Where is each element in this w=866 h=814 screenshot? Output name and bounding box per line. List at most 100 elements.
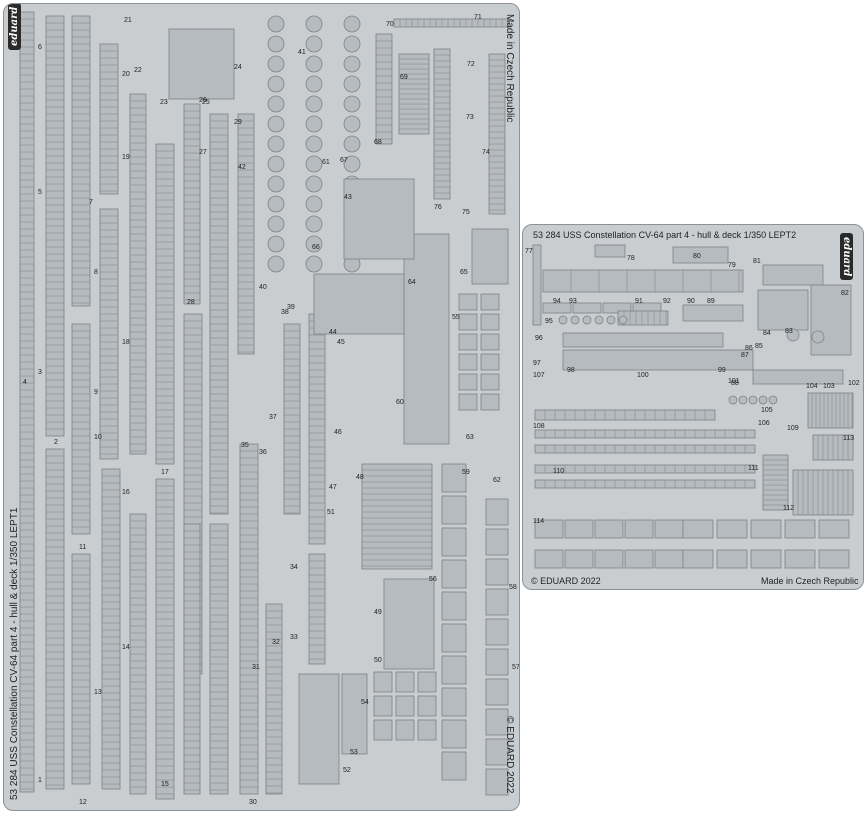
fret-1-parts: 1234567891011121314151617181920212223242… bbox=[19, 11, 519, 806]
part-97-bar bbox=[562, 332, 724, 348]
part-77-strip bbox=[532, 244, 542, 326]
part-number-11: 11 bbox=[79, 544, 86, 551]
hatch-disc bbox=[267, 15, 285, 33]
part-number-3: 3 bbox=[38, 369, 42, 376]
fret-1-strip-rungs bbox=[100, 215, 118, 455]
fret-1-strip bbox=[99, 43, 119, 195]
part-114-lower-b bbox=[750, 549, 782, 569]
fret-2-made-in: Made in Czech Republic bbox=[761, 576, 859, 586]
hatch-disc bbox=[343, 115, 361, 133]
part-number-9: 9 bbox=[94, 389, 98, 396]
part-number-108: 108 bbox=[533, 423, 545, 430]
part-number-35: 35 bbox=[241, 442, 249, 449]
fret-1-strip-rungs bbox=[376, 40, 392, 140]
part-number-1: 1 bbox=[38, 777, 42, 784]
fret-1-strip-rungs bbox=[156, 150, 174, 460]
deck-grate-rungs bbox=[362, 469, 432, 567]
small-grate bbox=[395, 719, 415, 741]
part-number-30: 30 bbox=[249, 799, 257, 806]
lower-grid bbox=[298, 673, 340, 785]
fret-1-strip-rungs bbox=[284, 330, 300, 514]
part-99-beam bbox=[562, 349, 754, 371]
part-65-frame bbox=[471, 228, 509, 285]
deck-structure-b bbox=[343, 178, 415, 260]
part-114-upper bbox=[654, 519, 684, 539]
part-number-55: 55 bbox=[452, 314, 460, 321]
curved-panel bbox=[441, 559, 467, 589]
hatch-disc bbox=[343, 155, 361, 173]
part-number-8: 8 bbox=[94, 269, 98, 276]
hatch-disc bbox=[267, 135, 285, 153]
fret-1-strip bbox=[183, 523, 201, 795]
part-number-48: 48 bbox=[356, 474, 364, 481]
part-number-104: 104 bbox=[806, 383, 818, 390]
fret-1-top-rail bbox=[393, 18, 510, 28]
part-number-88: 88 bbox=[731, 380, 739, 387]
curved-panel bbox=[441, 655, 467, 685]
curved-panel-b bbox=[485, 588, 509, 616]
fret-1-strip bbox=[99, 208, 119, 460]
part-number-27: 27 bbox=[199, 149, 207, 156]
curved-panel-b bbox=[485, 648, 509, 676]
part-number-29: 29 bbox=[234, 119, 242, 126]
part-114-lower-b bbox=[682, 549, 714, 569]
part-number-54: 54 bbox=[361, 699, 369, 706]
part-number-56: 56 bbox=[429, 576, 437, 583]
part-number-6: 6 bbox=[38, 44, 42, 51]
fret-1-copyright: © EDUARD 2022 bbox=[504, 716, 515, 794]
fret-1-strip bbox=[308, 313, 326, 545]
eduard-logo-2: eduard bbox=[840, 233, 853, 281]
part-114-lower-b bbox=[784, 549, 816, 569]
hatch-disc bbox=[305, 175, 323, 193]
part-number-43: 43 bbox=[344, 194, 352, 201]
part-112-grid-rungs bbox=[797, 470, 849, 515]
part-number-26: 26 bbox=[199, 97, 207, 104]
part-number-14: 14 bbox=[122, 644, 130, 651]
part-number-94: 94 bbox=[553, 298, 561, 305]
fret-1-strip bbox=[433, 48, 451, 200]
hatch-disc bbox=[267, 155, 285, 173]
part-number-62: 62 bbox=[493, 477, 501, 484]
hatch-disc bbox=[305, 135, 323, 153]
part-number-79: 79 bbox=[728, 262, 736, 269]
part-number-109: 109 bbox=[787, 425, 799, 432]
small-grate bbox=[373, 719, 393, 741]
part-number-110: 110 bbox=[553, 468, 564, 475]
part-number-113: 113 bbox=[843, 435, 854, 442]
hatch-disc bbox=[305, 115, 323, 133]
deck-panel bbox=[480, 293, 500, 311]
part-number-50: 50 bbox=[374, 657, 382, 664]
part-number-89: 89 bbox=[707, 298, 715, 305]
part-114-upper bbox=[564, 519, 594, 539]
part-107-rail-rungs bbox=[544, 410, 706, 420]
deck-panel bbox=[458, 353, 478, 371]
part-94-row bbox=[542, 302, 572, 314]
fret-1-strip-rungs bbox=[210, 530, 228, 791]
fret-1-strip bbox=[265, 603, 283, 795]
part-number-90: 90 bbox=[687, 298, 695, 305]
part-114-lower-b bbox=[818, 549, 850, 569]
part-number-33: 33 bbox=[290, 634, 298, 641]
deck-panel bbox=[480, 393, 500, 411]
hatch-disc bbox=[343, 35, 361, 53]
part-number-36: 36 bbox=[259, 449, 267, 456]
curved-panel bbox=[441, 751, 467, 781]
part-number-82: 82 bbox=[841, 290, 849, 297]
part-105-ring bbox=[768, 395, 778, 405]
part-105-ring bbox=[758, 395, 768, 405]
fret-1-strip-rungs bbox=[240, 450, 258, 788]
part-114-lower bbox=[624, 549, 654, 569]
part-114-upper-b bbox=[818, 519, 850, 539]
part-number-85: 85 bbox=[755, 343, 763, 350]
hatch-disc bbox=[267, 75, 285, 93]
part-114-upper-b bbox=[682, 519, 714, 539]
fret-1-strip-rungs bbox=[20, 18, 34, 790]
hatch-disc bbox=[305, 215, 323, 233]
part-number-99: 99 bbox=[718, 367, 726, 374]
part-number-18: 18 bbox=[122, 339, 130, 346]
part-number-100: 100 bbox=[637, 372, 649, 379]
part-number-86: 86 bbox=[745, 345, 753, 352]
hatch-disc bbox=[305, 15, 323, 33]
part-number-72: 72 bbox=[467, 61, 475, 68]
part-number-107: 107 bbox=[533, 372, 545, 379]
